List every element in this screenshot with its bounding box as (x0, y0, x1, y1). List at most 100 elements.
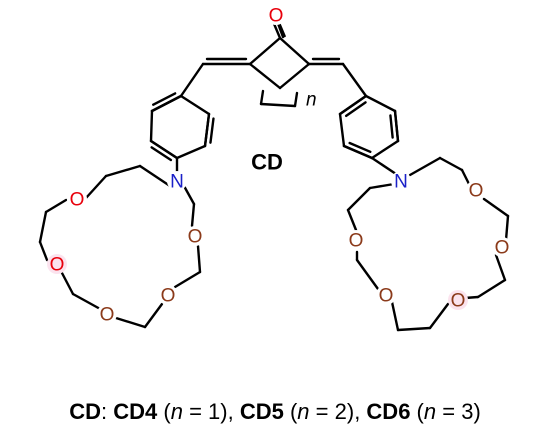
bracket (293, 91, 299, 108)
ether-oxygen-right-halo (376, 285, 396, 305)
caption-comma: , (227, 399, 240, 424)
crown-bond (38, 240, 49, 262)
caption-open: ( (283, 399, 298, 424)
ether-oxygen-right-halo (448, 290, 468, 310)
ether-oxygen-right: O (349, 231, 364, 252)
benzene-bond (342, 144, 374, 160)
nitrogen-right: N (394, 172, 408, 193)
benzene-bond (149, 139, 179, 160)
ring-bond (278, 36, 311, 66)
bracket (259, 102, 297, 108)
ether-oxygen-left: O (161, 286, 176, 307)
benzene-bond (203, 112, 211, 148)
ether-oxygen-right: O (379, 286, 394, 307)
benzene-bond (179, 94, 211, 116)
benzene-bond (393, 109, 400, 143)
ether-oxygen-left-halo (185, 226, 205, 246)
carbonyl-oxygen: O (269, 6, 284, 27)
benzene-bond (389, 114, 394, 139)
carbonyl-oxygen-halo (266, 5, 286, 25)
caption-code-cd6: CD6 (366, 399, 411, 424)
crown-bond (104, 164, 142, 178)
ether-oxygen-right: O (495, 238, 510, 259)
crown-bond (390, 300, 400, 332)
ether-oxygen-left: O (50, 255, 65, 276)
crown-bond (368, 182, 396, 190)
ring-bond (278, 62, 311, 90)
ether-oxygen-right-halo (346, 230, 366, 250)
ether-oxygen-left-halo (47, 254, 67, 274)
ether-oxygen-right: O (451, 291, 466, 312)
crown-bond (494, 253, 507, 282)
benzene-bond (344, 101, 367, 118)
atom-labels: O N N O O O O O O O O O O (47, 5, 512, 326)
benzene-bond (209, 117, 215, 144)
crown-bond (190, 202, 196, 228)
ring-index-label: n (306, 90, 317, 111)
benzene-bond (175, 144, 207, 160)
benzene-bond (338, 94, 368, 116)
crown-bond (71, 292, 104, 312)
caption-comma: , (354, 399, 367, 424)
aryl-n-bond (370, 156, 398, 176)
benzene-bond (348, 141, 372, 154)
caption-code-cd4: CD4 (113, 399, 158, 424)
ring-bond (248, 62, 282, 90)
crown-bond (143, 302, 164, 329)
benzene-bond (150, 146, 173, 162)
bracket (259, 89, 265, 106)
crown-bond (428, 302, 450, 330)
figure-caption: CD: CD4 (n = 1), CD5 (n = 2), CD6 (n = 3… (0, 394, 550, 430)
nitrogen-left: N (170, 172, 184, 193)
ether-oxygen-left: O (100, 305, 115, 326)
ether-oxygen-right-halo (492, 237, 512, 257)
ether-oxygen-left-halo (158, 285, 178, 305)
caption-var: n (423, 399, 437, 424)
benzene-bond (150, 94, 183, 113)
ring-bond (248, 36, 282, 66)
ether-oxygen-left: O (188, 227, 203, 248)
crown-bond (408, 156, 442, 177)
benzene-bond (149, 109, 154, 143)
ether-oxygen-right: O (469, 181, 484, 202)
caption-compound-name: CD (69, 399, 101, 424)
crown-bond (396, 326, 432, 332)
crown-bond (173, 270, 202, 289)
crown-bond (60, 271, 75, 296)
caption-eq: = 2) (309, 399, 355, 424)
benzene-bond (338, 112, 346, 148)
caption-eq: = 3) (436, 399, 481, 424)
caption-eq: = 1) (182, 399, 228, 424)
crown-bond (438, 156, 464, 172)
ether-oxygen-left-halo (67, 189, 87, 209)
alkene-bond (179, 62, 205, 98)
crown-bond (38, 210, 48, 244)
caption-separator: : (101, 399, 114, 424)
crown-bond (476, 278, 507, 299)
crown-bond (196, 244, 202, 274)
caption-var: n (297, 399, 310, 424)
crown-bond (44, 198, 68, 214)
crown-bond (84, 174, 108, 200)
compound-label: CD (251, 150, 283, 175)
crown-bond (182, 184, 196, 206)
crown-bond (346, 186, 372, 212)
crown-bond (346, 208, 358, 232)
benzene-bond (152, 92, 177, 106)
caption-var: n (170, 399, 183, 424)
ether-oxygen-left: O (70, 190, 85, 211)
crown-bond (114, 316, 147, 329)
caption-open: ( (157, 399, 171, 424)
crown-bond (355, 258, 380, 291)
ether-oxygen-right-halo (466, 180, 486, 200)
caption-code-cd5: CD5 (239, 399, 284, 424)
bond-lines (38, 15, 510, 332)
crown-bond (504, 214, 510, 242)
alkene-bond (341, 62, 368, 98)
nitrogen-left-halo (167, 171, 187, 191)
crown-bond (482, 197, 510, 218)
caption-open: ( (410, 399, 424, 424)
benzene-bond (370, 139, 400, 160)
ether-oxygen-left-halo (97, 304, 117, 324)
